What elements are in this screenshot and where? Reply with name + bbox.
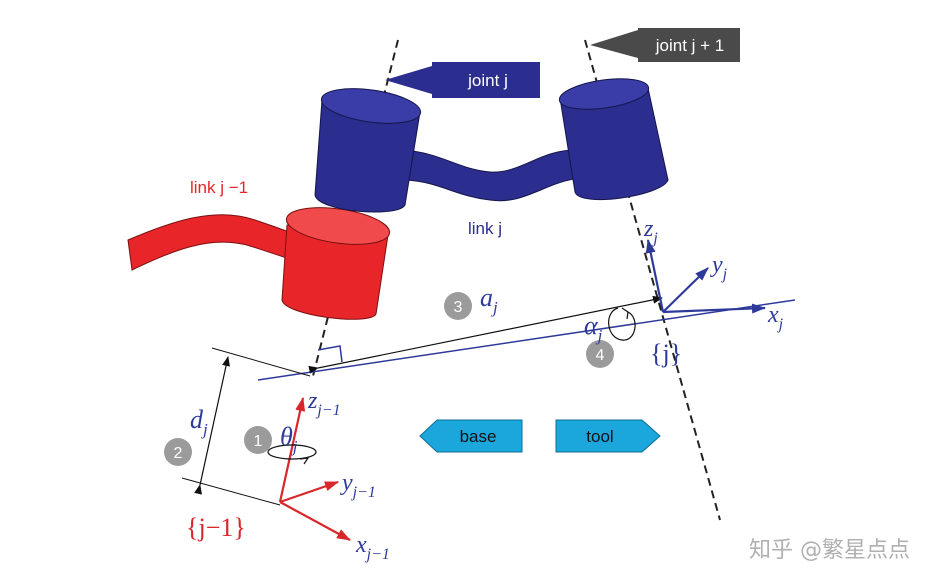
zjm1-axis xyxy=(278,397,306,503)
alpha-label: αj xyxy=(584,311,603,345)
zjm1-label: zj−1 xyxy=(307,388,341,419)
joint-j-label: joint j xyxy=(467,71,508,90)
xj-axis xyxy=(662,303,766,314)
base-button[interactable]: base xyxy=(419,419,523,453)
aj-dimension-line xyxy=(308,295,663,374)
blue-cylinder-joint-j1 xyxy=(558,78,669,201)
blue-cylinder-joint-j xyxy=(314,88,422,213)
xjm1-axis xyxy=(279,501,351,541)
svg-text:2: 2 xyxy=(174,445,183,462)
svg-text:1: 1 xyxy=(254,433,263,450)
right-angle-mark xyxy=(317,345,343,363)
alpha-rotation-icon xyxy=(608,307,636,341)
step-badge-3: 3 xyxy=(444,292,472,320)
step-badge-1: 1 xyxy=(244,426,272,454)
zj-label: zj xyxy=(643,216,658,247)
link-j-label: link j xyxy=(468,219,502,238)
watermark-text: 知乎 @繁星点点 xyxy=(749,538,910,563)
dj-dimension-line xyxy=(194,356,230,495)
theta-rotation-icon xyxy=(267,444,317,465)
joint-j1-label: joint j + 1 xyxy=(655,36,725,55)
link-jm1-shape xyxy=(127,214,301,271)
red-cylinder xyxy=(281,207,391,320)
frame-jm1-label: {j−1} xyxy=(186,513,246,542)
svg-text:4: 4 xyxy=(596,347,605,364)
xj-label: xj xyxy=(767,302,784,333)
step-badge-2: 2 xyxy=(164,438,192,466)
zj-axis xyxy=(645,239,665,313)
link-j-shape xyxy=(401,149,581,202)
frame-j-label: {j} xyxy=(650,339,682,368)
yj-label: yj xyxy=(710,252,728,283)
base-button-label: base xyxy=(460,427,497,446)
xjm1-label: xj−1 xyxy=(355,532,390,563)
tool-button[interactable]: tool xyxy=(555,419,661,453)
dj-extension-bottom xyxy=(181,477,281,506)
svg-text:3: 3 xyxy=(454,299,463,316)
theta-label: θj xyxy=(280,422,298,456)
dj-label: dj xyxy=(190,405,208,439)
step-badge-4: 4 xyxy=(586,340,614,368)
aj-label: aj xyxy=(480,283,498,317)
yjm1-axis xyxy=(279,480,339,504)
yjm1-label: yj−1 xyxy=(340,470,376,501)
joint-j-callout: joint j xyxy=(385,62,540,98)
dj-extension-top xyxy=(211,347,311,377)
link-jm1-label: link j −1 xyxy=(190,178,248,197)
joint-j1-callout: joint j + 1 xyxy=(590,28,740,62)
yj-axis xyxy=(662,267,709,313)
tool-button-label: tool xyxy=(586,427,613,446)
